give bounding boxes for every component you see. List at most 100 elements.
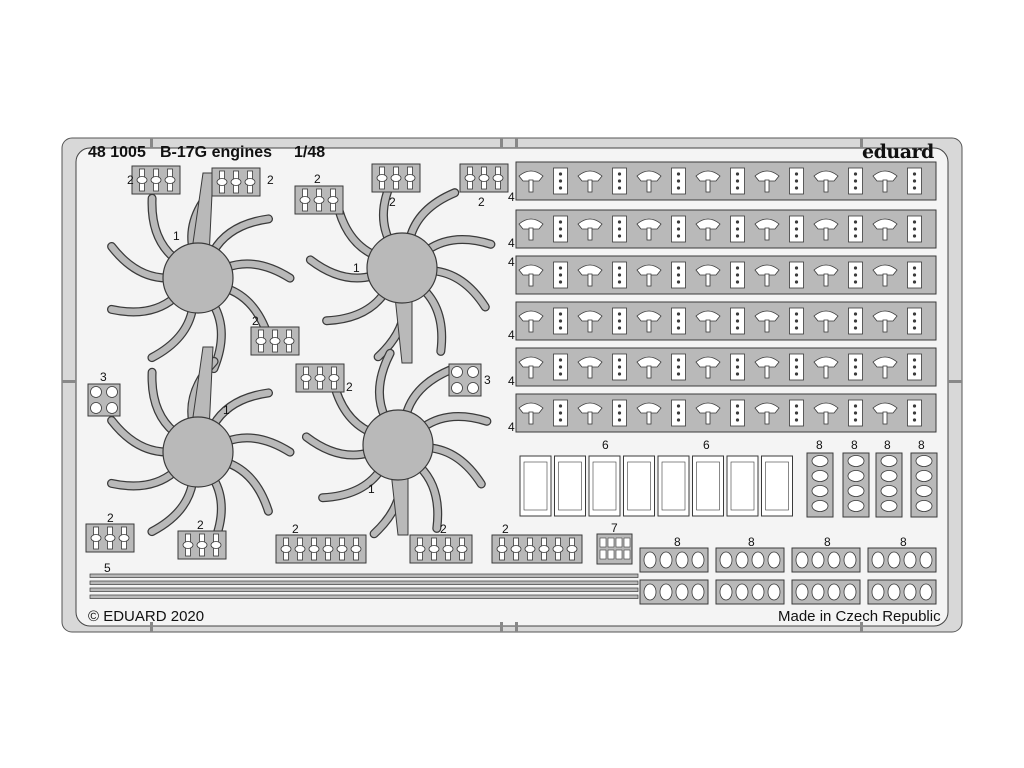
plate-rivet xyxy=(617,372,622,376)
part-number-label: 8 xyxy=(900,535,907,549)
part-number-label: 4 xyxy=(508,236,515,250)
ring-hole xyxy=(751,551,765,569)
ring-row xyxy=(639,547,709,573)
plate-bracket xyxy=(636,310,662,322)
plate-rows xyxy=(515,161,937,433)
bracket-hole xyxy=(230,178,242,186)
plate-rivet xyxy=(735,186,740,190)
plate-stem xyxy=(882,227,888,241)
bracket-hole xyxy=(283,337,295,345)
part-number-label: 8 xyxy=(851,438,858,452)
grid-cell xyxy=(599,549,607,560)
ring-hole xyxy=(903,551,917,569)
exhaust-pipe-fill xyxy=(108,294,178,316)
plate-bracket xyxy=(518,402,544,414)
plate-rivet xyxy=(617,220,622,224)
ring-hole xyxy=(811,551,825,569)
exhaust-pipe-fill xyxy=(429,267,489,311)
plate-stem xyxy=(882,411,888,425)
ring-hole xyxy=(887,551,901,569)
origin-text: Made in Czech Republic xyxy=(778,608,941,625)
plate-rivet xyxy=(912,172,917,176)
ring-hole xyxy=(795,551,809,569)
exhaust-pipe-fill xyxy=(420,413,491,431)
bracket-hole xyxy=(456,545,468,553)
plate-rivet xyxy=(617,312,622,316)
part-number-label: 1 xyxy=(368,482,375,496)
bracket-hole xyxy=(404,174,416,182)
exhaust-pipe-fill xyxy=(223,260,294,282)
bracket-hole xyxy=(390,174,402,182)
ring-hole xyxy=(767,583,781,601)
plate-bracket xyxy=(636,170,662,182)
bracket-hole xyxy=(210,541,222,549)
bracket-strip xyxy=(85,523,135,553)
plate-rivet xyxy=(558,227,563,231)
bracket-hole xyxy=(196,541,208,549)
plate-rivet xyxy=(558,280,563,284)
bracket-strip xyxy=(211,167,261,197)
grid-cell xyxy=(599,537,607,548)
plate-rivet xyxy=(853,326,858,330)
plate-stem xyxy=(764,411,770,425)
bracket-hole xyxy=(244,178,256,186)
plate-bracket xyxy=(813,356,839,368)
plate-rivet xyxy=(794,358,799,362)
part-number-label: 4 xyxy=(508,328,515,342)
part-number-label: 2 xyxy=(292,522,299,536)
plate-bracket xyxy=(577,356,603,368)
plate-rivet xyxy=(676,179,681,183)
plate-rivet xyxy=(735,358,740,362)
frame-tab xyxy=(150,622,153,632)
quad-plate xyxy=(448,363,482,397)
bracket-hole xyxy=(442,545,454,553)
plate-bracket xyxy=(695,356,721,368)
ring-hole xyxy=(915,455,933,467)
plate-rivet xyxy=(558,312,563,316)
plate-stem xyxy=(705,411,711,425)
plate-stem xyxy=(823,227,829,241)
part-number-label: 8 xyxy=(816,438,823,452)
frame-tab xyxy=(948,380,962,383)
bracket-hole xyxy=(496,545,508,553)
plate-stem xyxy=(528,319,534,333)
plate-rivet xyxy=(853,172,858,176)
ring-hole xyxy=(847,455,865,467)
plate-rivet xyxy=(676,312,681,316)
frame-tab xyxy=(62,380,76,383)
ring-hole xyxy=(880,485,898,497)
plate-rivet xyxy=(558,234,563,238)
plate-stem xyxy=(705,319,711,333)
plate-stem xyxy=(587,227,593,241)
ring-hole xyxy=(691,583,705,601)
plate-bracket xyxy=(813,310,839,322)
strip-part xyxy=(89,594,639,599)
strip-part xyxy=(89,573,639,578)
quad-hole xyxy=(451,366,463,378)
quad-hole xyxy=(106,386,118,398)
bracket-hole xyxy=(182,541,194,549)
plate-row xyxy=(515,209,937,249)
ring-hole xyxy=(880,455,898,467)
plate-rivet xyxy=(617,319,622,323)
plate-bracket xyxy=(872,310,898,322)
plate-rivet xyxy=(735,326,740,330)
bracket-strip xyxy=(459,163,509,193)
ring-hole xyxy=(735,551,749,569)
ring-hole xyxy=(811,500,829,512)
part-number-label: 2 xyxy=(314,172,321,186)
plate-rivet xyxy=(558,404,563,408)
panel-inner xyxy=(558,461,582,511)
plate-rivet xyxy=(912,312,917,316)
part-number-label: 2 xyxy=(440,522,447,536)
part-number-label: 2 xyxy=(197,518,204,532)
ring-hole xyxy=(827,583,841,601)
bracket-hole xyxy=(255,337,267,345)
ring-hole xyxy=(871,583,885,601)
plate-rivet xyxy=(912,273,917,277)
bracket-hole xyxy=(294,545,306,553)
plate-rivet xyxy=(558,418,563,422)
plate-rivet xyxy=(735,404,740,408)
